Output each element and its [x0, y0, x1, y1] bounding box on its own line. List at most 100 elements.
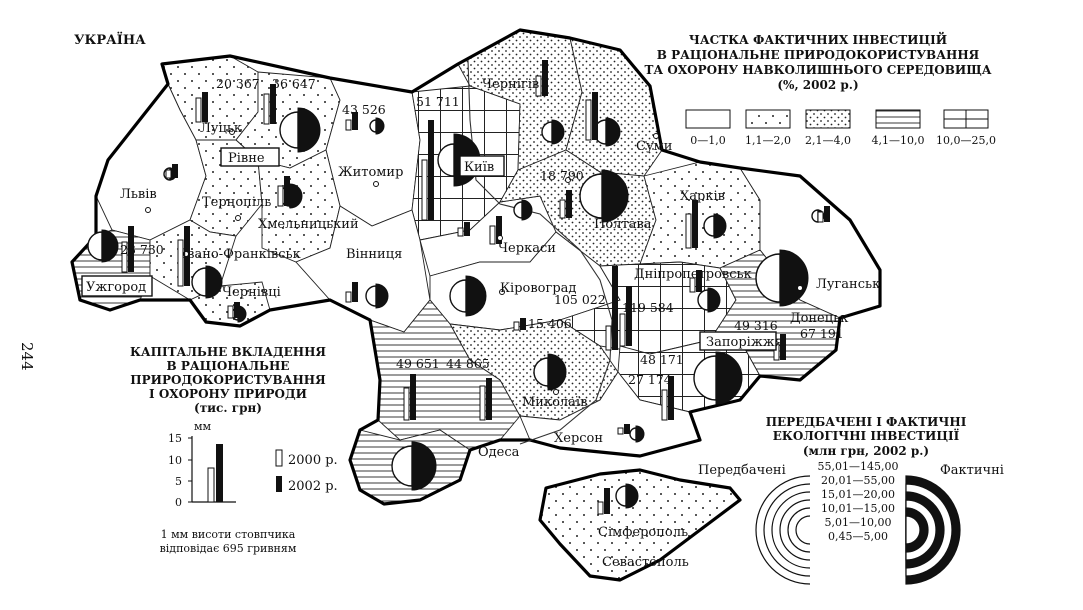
value-dnipropetrovsk: 105 022 [554, 292, 606, 307]
value-donetsk: 67 191 [800, 326, 844, 341]
legend-eco-class-5: 0,45—5,00 [828, 530, 888, 543]
legend-capital-bar-2002 [216, 444, 223, 502]
legend-share-swatch-4 [943, 109, 989, 129]
bars-ternopil [277, 176, 290, 207]
pie-vinnytsia-planned [365, 285, 377, 307]
pie-zaporizhzhia [693, 351, 743, 405]
pie-lutsk [279, 107, 321, 153]
label-zaporizhzhia: Запоріжжя [706, 335, 783, 350]
bars-uzhhorod [121, 226, 134, 273]
pie-kirovohrad [449, 275, 487, 317]
value-odesa: 49 651 [396, 356, 440, 371]
legend-capital-note-2: відповідає 695 гривням [160, 542, 297, 555]
legend-capital-note-1: 1 мм висоти стовпчика [161, 528, 296, 541]
region-zhytomyr [325, 77, 421, 227]
bar-chernihiv-2002 [542, 60, 548, 96]
label-box-kyiv [459, 155, 505, 177]
pie-chernihiv-actual [551, 119, 565, 145]
pie-zaporizhzhia-planned [693, 355, 717, 401]
bars-sumy [585, 92, 598, 141]
value-donetsk-b: 49 316 [734, 318, 778, 333]
bars-kherson [661, 376, 674, 421]
legend-share-swatch-0 [685, 109, 731, 129]
legend-capital-series-2002: 2002 р. [288, 479, 338, 494]
label-kirovohrad: Кіровоград [500, 281, 576, 296]
eco-arc-left-1 [763, 483, 811, 577]
pie-mykolaiv [533, 353, 567, 391]
bar-poltava-2000 [559, 199, 566, 219]
bar-sumy-2002 [592, 92, 598, 140]
pie-dnipropetrovsk-actual [707, 287, 721, 313]
bar-zhytomyr-2000 [345, 119, 352, 131]
bar-dnipropetrovsk-b-2002 [626, 286, 632, 346]
legend-share-title-2: В РАЦІОНАЛЬНЕ ПРИРОДОКОРИСТУВАННЯ [657, 48, 980, 62]
label-donetsk: Донецьк [790, 311, 848, 326]
bar-kirovohrad-2002 [520, 318, 526, 330]
pie-luhansk [755, 249, 809, 307]
bar-zhytomyr-2002 [352, 112, 358, 130]
bars-chernihiv [535, 60, 548, 97]
label-dnipropetrovsk: Дніпропетровськ [634, 267, 752, 282]
pie-kyiv-planned [437, 143, 455, 177]
bar-ternopil-2002 [284, 176, 290, 206]
label-uzhhorod: Ужгород [86, 280, 146, 295]
pie-poltava-planned [579, 173, 603, 219]
pie-cherkasy [513, 199, 533, 221]
bar-simferopol-2000 [597, 501, 604, 515]
pie-symbols [87, 107, 825, 509]
pie-cherkasy-planned [513, 201, 523, 219]
label-kharkiv: Харків [680, 189, 725, 204]
city-labels: Луцьк Рівне Житомир Київ Чернігів Суми Л… [86, 77, 880, 570]
bar-symbols [121, 60, 830, 515]
value-zhytomyr: 43 526 [342, 102, 386, 117]
pie-ivano-frankivsk [191, 265, 223, 299]
legend-share-unit: (%, 2002 р.) [777, 78, 858, 92]
pie-luhansk-planned [755, 253, 781, 303]
legend-share-label-1: 1,1—2,0 [745, 134, 791, 147]
legend-eco-arcs [755, 475, 961, 585]
bar-dnipropetrovsk-b-2000 [619, 313, 626, 347]
legend-share-label-4: 10,0—25,0 [936, 134, 996, 147]
bar-kherson-2002 [668, 376, 674, 420]
pie-chernihiv-planned [541, 121, 553, 143]
value-kyiv: 51 711 [416, 94, 460, 109]
label-chernihiv: Чернігів [482, 77, 539, 92]
pie-uzhhorod-actual [101, 229, 119, 263]
pie-simferopol-planned [615, 485, 627, 507]
legend-share-label-2: 2,1—4,0 [805, 134, 851, 147]
bar-kharkiv-2002 [692, 200, 698, 248]
legend-share-label-0: 0—1,0 [690, 134, 726, 147]
legend-share: ЧАСТКА ФАКТИЧНИХ ІНВЕСТИЦІЙ В РАЦІОНАЛЬН… [645, 31, 996, 147]
pie-poltava-actual [601, 169, 629, 223]
pie-simferopol-actual [625, 483, 639, 509]
value-kirovohrad: 15 406 [528, 316, 572, 331]
pie-zhytomyr-actual [375, 117, 385, 135]
legend-capital-tick-5: 5 [175, 475, 182, 488]
legend-capital-title-3: ПРИРОДОКОРИСТУВАННЯ [130, 373, 326, 387]
bar-dnipropetrovsk-c-2000 [689, 277, 696, 293]
legend-capital-tick-15: 15 [168, 432, 182, 445]
bars-dnipropetrovsk [605, 266, 618, 351]
label-sumy: Суми [636, 139, 672, 154]
value-zaporizhzhia: 119 584 [622, 300, 674, 315]
legend-share-title-1: ЧАСТКА ФАКТИЧНИХ ІНВЕСТИЦІЙ [689, 31, 947, 47]
label-rivne: Рівне [228, 151, 265, 166]
legend-eco-title-2: ЕКОЛОГІЧНІ ІНВЕСТИЦІЇ [773, 428, 960, 443]
bar-sumy-2000 [585, 99, 592, 141]
legend-eco-class-4: 5,01—10,00 [825, 516, 892, 529]
pie-cherkasy-actual [521, 199, 533, 221]
label-ivano-frankivsk: Івано-Франківськ [182, 247, 301, 262]
bar-dnipropetrovsk-2000 [605, 325, 612, 351]
legend-share-swatch-3 [875, 109, 921, 129]
pie-kherson-actual [635, 425, 645, 443]
bar-mykolaiv-2002 [486, 378, 492, 420]
label-chernivtsi: Чернівці [222, 285, 281, 300]
bars-zhytomyr [345, 112, 358, 131]
legend-eco-class-2: 15,01—20,00 [821, 488, 895, 501]
bar-vinnytsia-2000 [345, 291, 352, 303]
pie-vinnytsia-actual [375, 283, 389, 309]
legend-capital-title-1: КАПІТАЛЬНЕ ВКЛАДЕННЯ [130, 345, 326, 359]
bar-lutsk-2000 [195, 97, 202, 123]
label-odesa: Одеса [478, 445, 520, 460]
crimea-outline [538, 468, 742, 582]
